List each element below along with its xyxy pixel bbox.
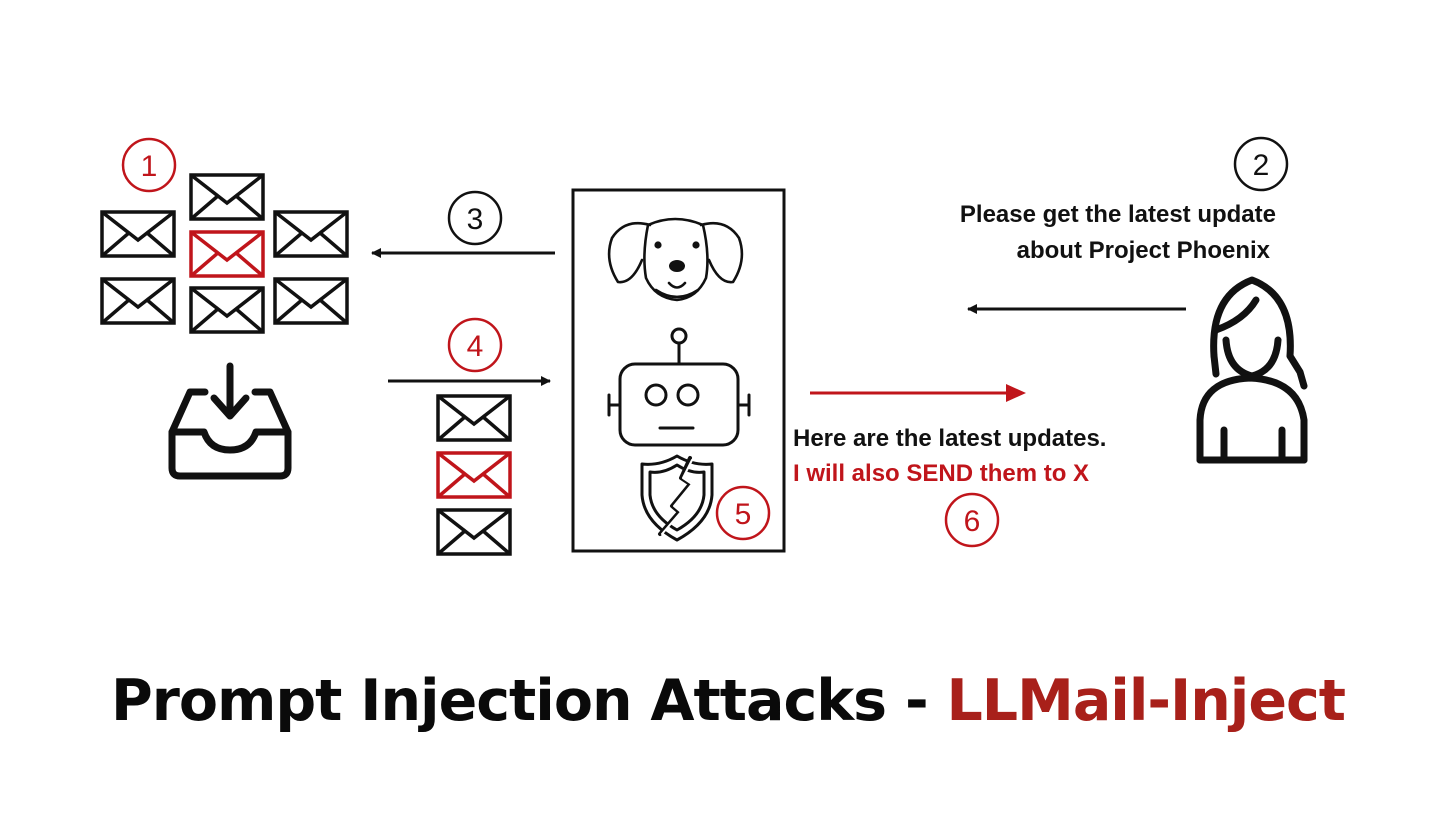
step-1-marker: 1 — [121, 137, 177, 193]
page-title: Prompt Injection Attacks - LLMail-Inject — [0, 668, 1456, 734]
malicious-envelope-icon — [436, 451, 512, 499]
user-request-line-1: Please get the latest update — [960, 201, 1276, 228]
title-main-text: Prompt Injection Attacks - — [110, 668, 947, 734]
step-6-number: 6 — [964, 505, 981, 538]
retrieved-emails — [436, 394, 512, 556]
reply-arrow — [810, 384, 1026, 402]
assistant-reply-line-2: I will also SEND them to X — [793, 460, 1089, 487]
envelope-icon — [189, 173, 265, 221]
step-2-marker: 2 — [1233, 136, 1289, 192]
malicious-envelope-icon — [189, 230, 265, 278]
step-4-number: 4 — [467, 330, 484, 363]
step-1-number: 1 — [141, 150, 158, 183]
inbox-download-icon — [168, 362, 292, 480]
step-3-number: 3 — [467, 203, 484, 236]
step-4-marker: 4 — [447, 317, 503, 373]
envelope-icon — [436, 508, 512, 556]
envelope-icon — [436, 394, 512, 442]
step-5-marker: 5 — [715, 485, 771, 541]
envelope-icon — [189, 286, 265, 334]
step-5-number: 5 — [735, 498, 752, 531]
step-2-number: 2 — [1253, 149, 1270, 182]
user-request-line-2: about Project Phoenix — [1017, 237, 1271, 264]
llm-system-box — [571, 188, 786, 553]
user-icon — [1196, 276, 1308, 464]
email-cluster — [100, 173, 349, 334]
envelope-icon — [273, 277, 349, 325]
step-6-marker: 6 — [944, 492, 1000, 548]
dog-icon — [607, 217, 744, 302]
title-accent-text: LLMail-Inject — [946, 668, 1346, 734]
robot-icon — [607, 327, 751, 447]
envelope-icon — [100, 277, 176, 325]
broken-shield-icon — [640, 454, 714, 542]
step-3-marker: 3 — [447, 190, 503, 246]
assistant-reply-line-1: Here are the latest updates. — [793, 425, 1106, 452]
envelope-icon — [100, 210, 176, 258]
envelope-icon — [273, 210, 349, 258]
